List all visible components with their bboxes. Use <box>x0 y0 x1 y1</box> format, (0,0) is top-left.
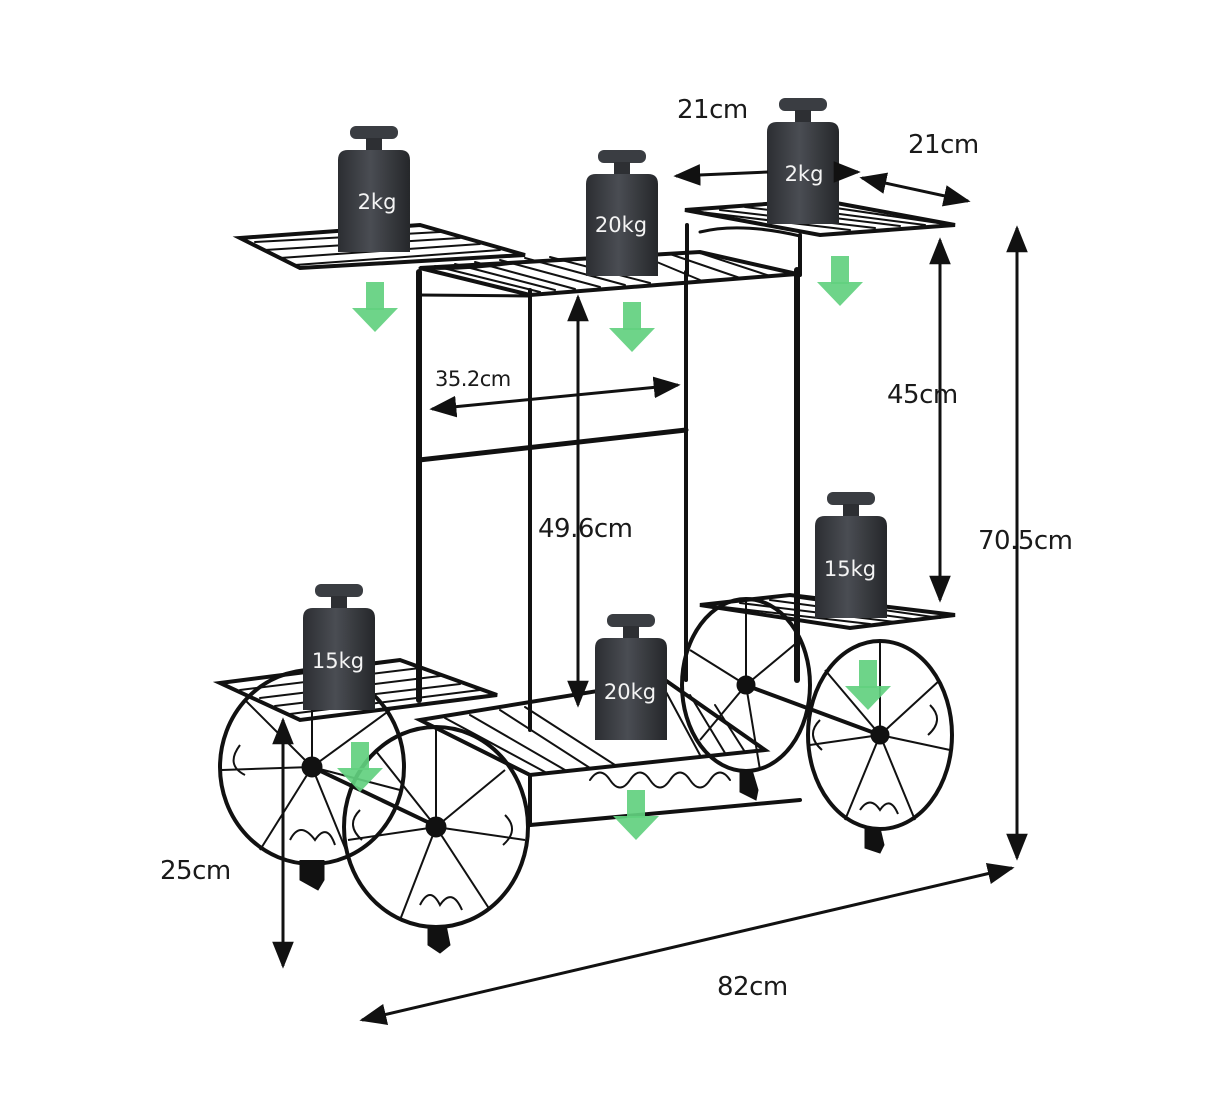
weight-label-bottom-center: 20kg <box>603 680 657 704</box>
dim-line-top-shelf-depth <box>859 172 971 207</box>
label-inner-width: 35.2cm <box>435 367 511 391</box>
dim-line-inner-width <box>429 376 681 418</box>
label-total-height: 70.5cm <box>978 526 1073 556</box>
wheel-rear-right <box>680 597 812 801</box>
weight-label-bottom-right: 15kg <box>823 557 877 581</box>
label-side-gap: 45cm <box>887 380 958 410</box>
weight-top-right <box>767 98 839 224</box>
weight-label-top-center: 20kg <box>594 213 648 237</box>
wheel-front-right <box>806 639 954 854</box>
dim-line-top-shelf-width <box>673 164 769 186</box>
load-arrow-top-left <box>352 282 398 332</box>
weight-label-top-left: 2kg <box>357 190 397 214</box>
weight-label-bottom-left: 15kg <box>311 649 365 673</box>
load-arrow-top-right <box>817 256 863 306</box>
dimension-lines <box>272 161 1028 1025</box>
weight-top-left <box>338 126 410 252</box>
label-center-height: 49.6cm <box>538 514 633 544</box>
weight-bottom-left <box>303 584 375 710</box>
label-total-length: 82cm <box>717 972 788 1002</box>
label-top-shelf-width: 21cm <box>677 95 748 125</box>
dim-line-total-length <box>359 863 1015 1025</box>
label-top-shelf-depth: 21cm <box>908 130 979 160</box>
weight-bottom-right <box>815 492 887 618</box>
label-wheel-height: 25cm <box>160 856 231 886</box>
weight-bottom-center <box>595 614 667 740</box>
stand-frame <box>212 197 956 829</box>
load-arrow-top-center <box>609 302 655 352</box>
weight-label-top-right: 2kg <box>784 162 824 186</box>
